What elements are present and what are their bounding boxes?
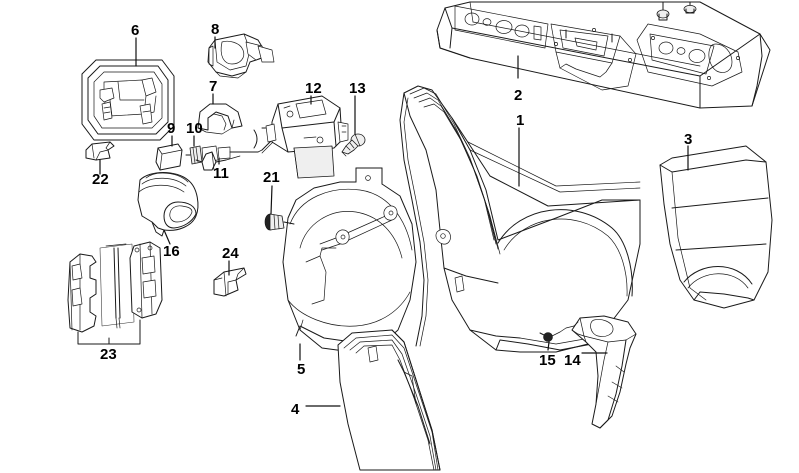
part-6-filler-flap bbox=[81, 59, 175, 141]
part-15-clip-nut bbox=[539, 321, 579, 342]
callout-3[interactable]: 3 bbox=[684, 131, 693, 148]
part-11-grommet bbox=[195, 151, 241, 171]
part-5-wheel-housing-liner bbox=[282, 167, 417, 353]
callout-15[interactable]: 15 bbox=[539, 352, 556, 369]
part-12-locking-actuator bbox=[253, 95, 349, 179]
part-9-buffer-stop bbox=[155, 143, 183, 171]
part-23-insulation-set bbox=[67, 241, 163, 345]
part-16-filler-neck bbox=[137, 172, 199, 237]
callout-6[interactable]: 6 bbox=[131, 22, 140, 39]
part-10-cable-sleeve bbox=[185, 145, 263, 165]
part-21-expanding-nut bbox=[264, 213, 295, 231]
part-3-side-panel-right bbox=[659, 145, 773, 309]
callout-leaders bbox=[99, 36, 689, 407]
panel-fasteners bbox=[656, 1, 697, 21]
callout-16[interactable]: 16 bbox=[163, 243, 180, 260]
callout-2[interactable]: 2 bbox=[514, 87, 523, 104]
callout-22[interactable]: 22 bbox=[92, 171, 109, 188]
callout-7[interactable]: 7 bbox=[209, 78, 218, 95]
callout-14[interactable]: 14 bbox=[564, 352, 581, 369]
callout-13[interactable]: 13 bbox=[349, 80, 366, 97]
callout-21[interactable]: 21 bbox=[263, 169, 280, 186]
part-22-clip bbox=[85, 141, 115, 161]
callout-24[interactable]: 24 bbox=[222, 245, 239, 262]
part-14-splash-guard bbox=[571, 315, 637, 429]
callout-4[interactable]: 4 bbox=[291, 401, 300, 418]
part-4-rocker-panel bbox=[337, 329, 441, 471]
callout-1[interactable]: 1 bbox=[516, 112, 525, 129]
callout-10[interactable]: 10 bbox=[186, 120, 203, 137]
callout-23[interactable]: 23 bbox=[100, 346, 117, 363]
callout-11[interactable]: 11 bbox=[213, 165, 229, 182]
callout-5[interactable]: 5 bbox=[297, 361, 306, 378]
part-13-expanding-rivet bbox=[341, 133, 366, 157]
callout-12[interactable]: 12 bbox=[305, 80, 322, 97]
part-2-rear-panel bbox=[436, 1, 771, 109]
part-7-cover-cap bbox=[197, 103, 243, 135]
part-24-bracket bbox=[213, 267, 247, 297]
callout-8[interactable]: 8 bbox=[211, 21, 220, 38]
part-8-hinge-bracket bbox=[207, 33, 275, 79]
callout-9[interactable]: 9 bbox=[167, 120, 176, 137]
